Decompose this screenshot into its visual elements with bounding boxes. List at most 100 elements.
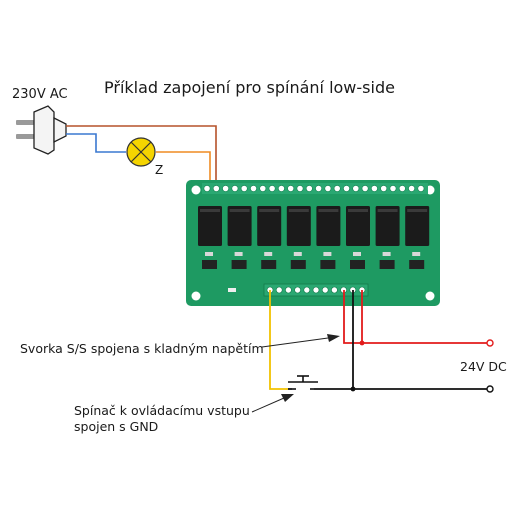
dc-wiring: [269, 290, 494, 393]
mains-voltage-label: 230V AC: [12, 87, 68, 102]
optocoupler: [202, 260, 217, 269]
smd-component: [234, 252, 243, 256]
mount-hole-bl: [191, 291, 201, 301]
input-screw: [312, 286, 320, 294]
plug-pin-top: [16, 120, 34, 125]
terminal-screw: [259, 185, 267, 192]
junction-gnd: [350, 386, 356, 392]
relays: [198, 206, 430, 246]
smd-component: [353, 252, 361, 256]
junction-red: [359, 340, 365, 346]
terminal-screw: [203, 185, 211, 192]
terminal-screw: [380, 185, 388, 192]
terminal-screw: [287, 185, 295, 192]
terminal-screw: [352, 185, 360, 192]
switch-pointer-line: [251, 397, 285, 413]
smd-component: [205, 252, 213, 256]
lamp-label: Z: [155, 163, 164, 177]
relay-highlight: [318, 209, 339, 212]
terminal-screw: [417, 185, 425, 192]
terminal-screw: [343, 185, 350, 192]
wire-orange: [156, 151, 211, 186]
plug-pin-bottom: [16, 134, 34, 139]
relay-highlight: [229, 209, 250, 212]
terminal-screw: [370, 185, 378, 192]
optocoupler: [320, 260, 336, 269]
input-screw: [285, 286, 292, 294]
relay: [257, 206, 282, 246]
terminal-screw: [296, 185, 304, 192]
relay: [227, 206, 252, 246]
wire-red-1: [343, 290, 490, 344]
terminal-screw: [268, 185, 276, 192]
dc-plus-terminal: [486, 339, 494, 347]
ss-terminal-note: Svorka S/S spojena s kladným napětím: [20, 341, 264, 356]
input-screw: [294, 286, 301, 294]
wire-brown: [66, 125, 217, 186]
lamp-cross-b: [130, 141, 152, 163]
mount-hole-tl: [191, 185, 201, 195]
top-terminal-strip: [202, 183, 428, 194]
smd-component: [412, 252, 421, 256]
input-screw: [303, 286, 311, 294]
terminal-screw: [212, 185, 220, 192]
optocouplers: [202, 252, 425, 269]
terminal-screw: [324, 185, 332, 192]
ss-pointer-line: [261, 337, 329, 348]
relay: [346, 206, 370, 246]
terminal-screw: [315, 185, 322, 192]
terminal-screw: [333, 185, 341, 192]
switch-note-line1: Spínač k ovládacímu vstupu: [74, 403, 250, 418]
relay-highlight: [259, 209, 280, 212]
optocoupler: [350, 260, 365, 269]
relay: [286, 206, 311, 246]
diagram-title: Příklad zapojení pro spínání low-side: [104, 78, 395, 97]
input-screw: [275, 286, 283, 294]
input-screw: [321, 286, 329, 294]
mount-hole-br: [425, 291, 435, 301]
relay: [375, 206, 400, 246]
smd-component: [323, 252, 332, 256]
terminal-screw: [277, 185, 285, 192]
relay-highlight: [407, 209, 428, 212]
switch-note-line2: spojen s GND: [74, 419, 159, 434]
optocoupler: [231, 260, 247, 269]
dc-voltage-label: 24V DC: [460, 359, 507, 374]
dc-minus-terminal: [486, 385, 494, 393]
relay-highlight: [377, 209, 398, 212]
terminal-screw: [408, 185, 415, 192]
plug-neck: [53, 116, 67, 144]
terminal-screw: [361, 185, 369, 192]
switch-pointer-arrowhead: [281, 394, 294, 402]
optocoupler: [261, 260, 277, 269]
terminal-screw: [240, 185, 248, 192]
push-switch: [288, 375, 318, 390]
top-terminal-screws: [203, 185, 425, 192]
terminal-screw: [305, 185, 313, 192]
optocoupler: [290, 260, 306, 269]
relay-board: [186, 180, 440, 306]
annotation-arrows: [251, 334, 340, 413]
terminal-screw: [250, 185, 257, 192]
terminal-screw: [398, 185, 406, 192]
relay: [405, 206, 430, 246]
terminal-screw: [389, 185, 397, 192]
smd-component: [264, 252, 273, 256]
plug-body: [33, 105, 55, 155]
input-terminal-screws: [266, 286, 366, 294]
relay-highlight: [200, 209, 220, 212]
terminal-screw: [231, 185, 239, 192]
smd-component: [382, 252, 391, 256]
wire-yellow: [269, 290, 288, 390]
mains-wiring: [66, 125, 217, 186]
status-led: [228, 288, 236, 292]
relay-highlight: [348, 209, 368, 212]
relay: [316, 206, 341, 246]
lamp-symbol: [126, 137, 156, 167]
ss-pointer-arrowhead: [327, 334, 340, 342]
wire-blue: [66, 133, 126, 153]
mains-plug: [16, 105, 67, 155]
optocoupler: [409, 260, 425, 269]
